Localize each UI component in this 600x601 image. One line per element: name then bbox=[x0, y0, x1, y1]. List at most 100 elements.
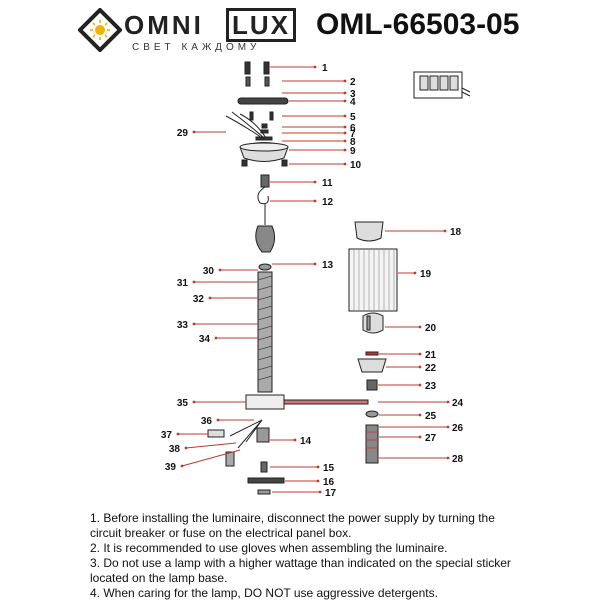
part-label-20: 20 bbox=[425, 323, 437, 334]
part-label-27: 27 bbox=[425, 433, 437, 444]
callout-dot-7 bbox=[343, 131, 347, 135]
callout-dot-6 bbox=[343, 125, 347, 129]
note-3: 3. Do not use a lamp with a higher watta… bbox=[90, 556, 511, 585]
part-label-6: 6 bbox=[350, 123, 356, 134]
part-17 bbox=[257, 489, 271, 495]
part-1-screws bbox=[244, 61, 270, 75]
part-14 bbox=[256, 427, 270, 443]
callout-dot-26 bbox=[446, 425, 450, 429]
part-label-18: 18 bbox=[450, 227, 462, 238]
callout-dot-13 bbox=[313, 262, 317, 266]
part-label-33: 33 bbox=[177, 320, 189, 331]
callout-dot-8 bbox=[343, 139, 347, 143]
callout-dot-37 bbox=[176, 432, 180, 436]
part-15 bbox=[260, 461, 268, 473]
callout-dot-2 bbox=[343, 79, 347, 83]
callout-dot-39 bbox=[180, 464, 184, 468]
part-18 bbox=[354, 221, 384, 242]
part-37 bbox=[207, 429, 225, 438]
part-label-31: 31 bbox=[177, 278, 189, 289]
part-4-bracket bbox=[237, 97, 289, 105]
callout-dot-12 bbox=[313, 199, 317, 203]
part-rod bbox=[257, 271, 273, 393]
callout-dot-25 bbox=[418, 413, 422, 417]
part-label-32: 32 bbox=[193, 294, 205, 305]
note-2: 2. It is recommended to use gloves when … bbox=[90, 541, 448, 555]
callout-dot-34 bbox=[214, 336, 218, 340]
part-label-22: 22 bbox=[425, 363, 437, 374]
part-label-13: 13 bbox=[322, 260, 334, 271]
callout-dot-36 bbox=[216, 418, 220, 422]
part-label-16: 16 bbox=[323, 477, 335, 488]
callout-line-38 bbox=[185, 442, 237, 449]
drawing bbox=[207, 61, 471, 495]
part-label-29: 29 bbox=[177, 128, 189, 139]
safety-notes: 1. Before installing the luminaire, disc… bbox=[90, 511, 520, 601]
callout-dot-33 bbox=[192, 322, 196, 326]
part-label-3: 3 bbox=[350, 89, 356, 100]
part-20-bulb bbox=[362, 312, 384, 334]
part-label-14: 14 bbox=[300, 436, 312, 447]
wiring-schematic bbox=[413, 71, 471, 99]
part-label-38: 38 bbox=[169, 444, 181, 455]
diamond-sun-icon bbox=[78, 8, 122, 52]
part-label-10: 10 bbox=[350, 160, 362, 171]
callout-dot-27 bbox=[418, 435, 422, 439]
header: OMNI LUX СВЕТ КАЖДОМУ OML-66503-05 bbox=[0, 0, 600, 60]
part-38 bbox=[225, 451, 235, 467]
callout-dot-3 bbox=[343, 91, 347, 95]
note-4: 4. When caring for the lamp, DO NOT use … bbox=[90, 586, 438, 600]
brand-name-omni: OMNI bbox=[124, 10, 204, 40]
callout-dot-21 bbox=[418, 352, 422, 356]
note-1: 1. Before installing the luminaire, disc… bbox=[90, 511, 495, 540]
callout-dot-14 bbox=[293, 438, 297, 442]
callout-dot-15 bbox=[316, 465, 320, 469]
callout-dot-31 bbox=[192, 280, 196, 284]
part-label-12: 12 bbox=[322, 197, 334, 208]
part-6 bbox=[261, 123, 268, 129]
part-label-21: 21 bbox=[425, 350, 437, 361]
part-label-9: 9 bbox=[350, 146, 356, 157]
part-label-24: 24 bbox=[452, 398, 464, 409]
callout-dot-29 bbox=[192, 130, 196, 134]
part-label-15: 15 bbox=[323, 463, 335, 474]
callout-dot-22 bbox=[418, 365, 422, 369]
callout-dot-4 bbox=[343, 99, 347, 103]
part-label-25: 25 bbox=[425, 411, 437, 422]
part-label-28: 28 bbox=[452, 454, 464, 465]
part-label-30: 30 bbox=[203, 266, 215, 277]
brand-logo: OMNI LUX СВЕТ КАЖДОМУ bbox=[78, 4, 308, 56]
callout-dot-28 bbox=[446, 456, 450, 460]
part-label-7: 7 bbox=[350, 129, 356, 140]
part-2-anchors bbox=[245, 76, 270, 87]
part-24-arm bbox=[283, 399, 369, 405]
part-label-23: 23 bbox=[425, 381, 437, 392]
callout-dot-32 bbox=[208, 296, 212, 300]
model-number: OML-66503-05 bbox=[316, 8, 520, 41]
part-16 bbox=[247, 477, 285, 484]
part-label-36: 36 bbox=[201, 416, 213, 427]
part-13-washer bbox=[258, 263, 272, 271]
part-36-arms bbox=[229, 419, 263, 449]
callout-dot-9 bbox=[343, 148, 347, 152]
callout-dot-38 bbox=[184, 446, 188, 450]
part-label-8: 8 bbox=[350, 137, 356, 148]
brand-name-lux: LUX bbox=[226, 8, 296, 42]
callout-dot-35 bbox=[192, 400, 196, 404]
part-25 bbox=[365, 410, 379, 418]
part-10 bbox=[241, 159, 248, 167]
part-label-2: 2 bbox=[350, 77, 356, 88]
part-label-17: 17 bbox=[325, 488, 337, 499]
exploded-diagram: 1234567891011121314151617181920212223242… bbox=[161, 61, 471, 499]
part-label-19: 19 bbox=[420, 269, 432, 280]
part-5b bbox=[269, 111, 274, 121]
part-23 bbox=[366, 379, 378, 391]
callout-line-39 bbox=[181, 449, 241, 467]
callout-dot-19 bbox=[413, 271, 417, 275]
part-35-body bbox=[245, 394, 285, 410]
part-label-37: 37 bbox=[161, 430, 173, 441]
part-label-26: 26 bbox=[452, 423, 464, 434]
part-29-wires bbox=[225, 111, 267, 139]
part-22-cup bbox=[357, 358, 387, 373]
callout-dot-1 bbox=[313, 65, 317, 69]
